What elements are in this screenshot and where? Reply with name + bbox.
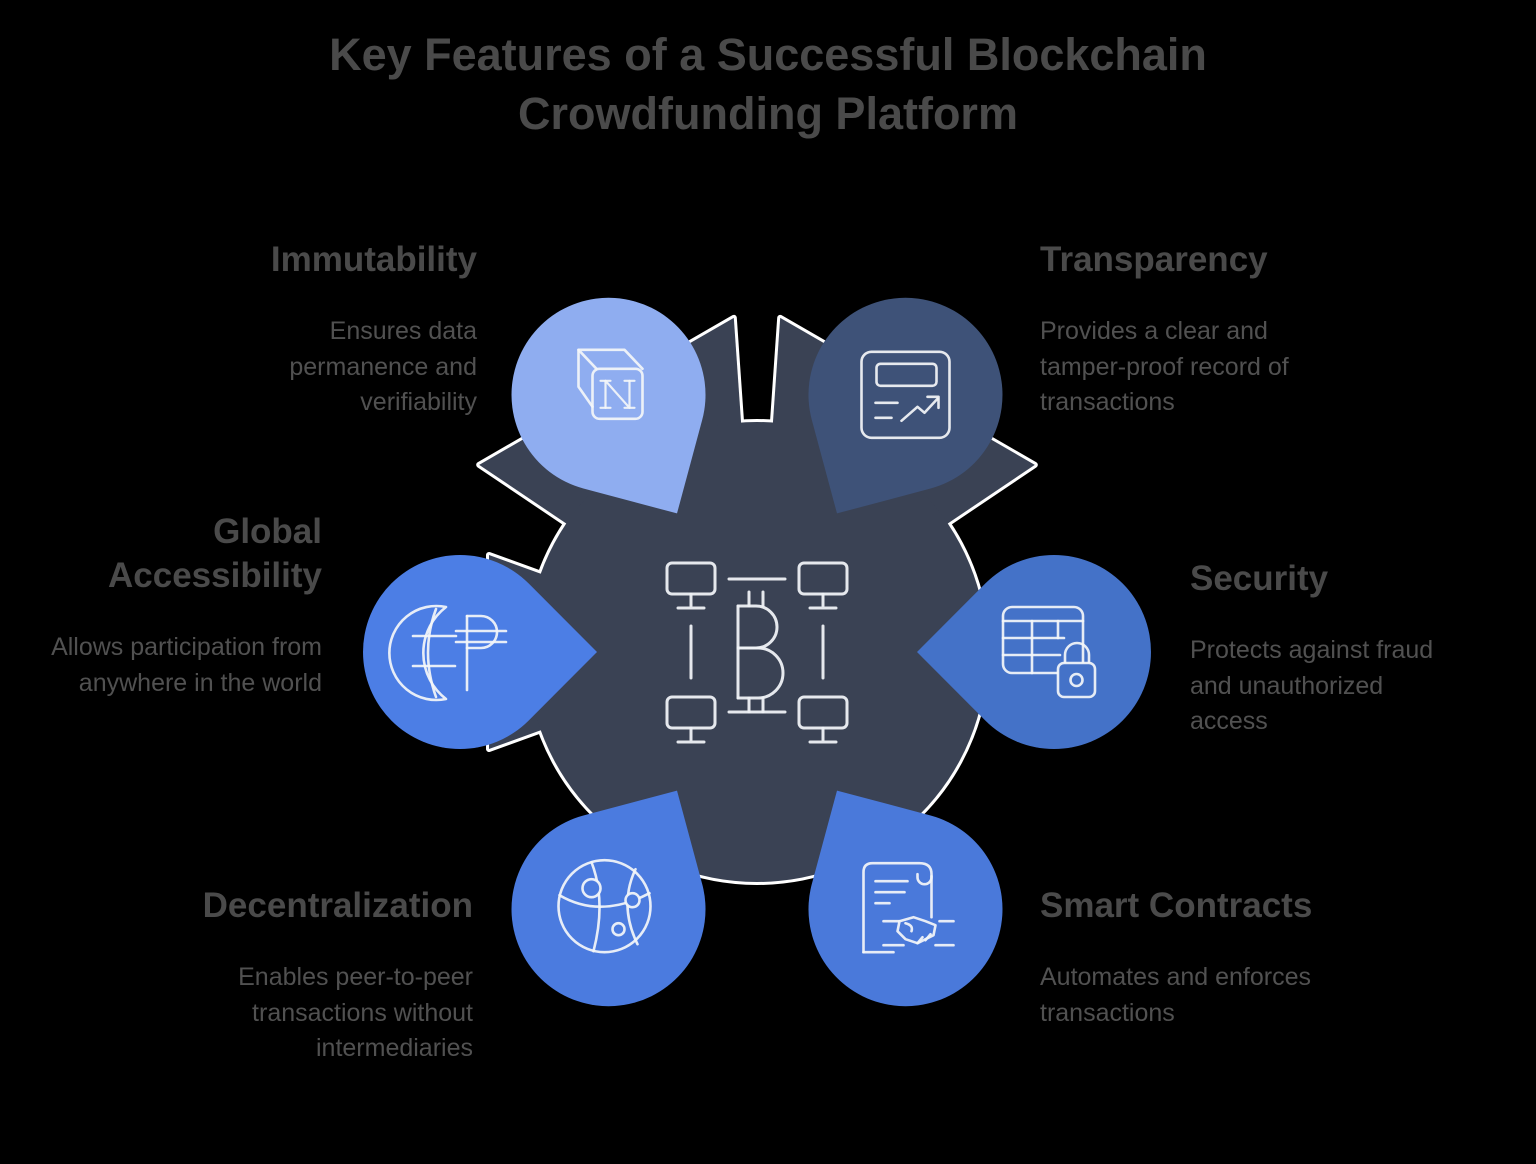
- petal-smart-contracts: [808, 790, 1003, 1007]
- feature-decentralization: Decentralization Enables peer-to-peer tr…: [203, 884, 473, 1067]
- feature-transparency: Transparency Provides a clear and tamper…: [1040, 238, 1289, 421]
- feature-smart-contracts-description: Automates and enforces transactions: [1040, 963, 1311, 1027]
- petal-transparency: [808, 297, 1003, 514]
- feature-global-accessibility: Global Accessibility Allows participatio…: [51, 510, 322, 701]
- feature-decentralization-description: Enables peer-to-peer transactions withou…: [238, 963, 473, 1063]
- report-chart-icon: [860, 350, 951, 440]
- page-title: Key Features of a Successful Blockchain …: [329, 29, 1207, 139]
- table-lock-icon: [1001, 605, 1097, 699]
- network-globe-icon: [557, 858, 652, 954]
- feature-immutability: Immutability Ensures data permanence and…: [271, 238, 477, 421]
- feature-immutability-title: Immutability: [270, 240, 477, 279]
- feature-decentralization-title: Decentralization: [202, 886, 473, 925]
- feature-global-accessibility-title: Global Accessibility: [108, 512, 322, 596]
- blockchain-bitcoin-network-icon: [665, 561, 849, 744]
- feature-smart-contracts: Smart Contracts Automates and enforces t…: [1040, 884, 1312, 1031]
- feature-security: Security Protects against fraud and unau…: [1190, 557, 1433, 740]
- petal-decentralization: [511, 790, 706, 1007]
- globe-currency-icon: [388, 604, 508, 702]
- petal-immutability: [511, 297, 706, 514]
- feature-security-description: Protects against fraud and unauthorized …: [1190, 636, 1434, 736]
- scroll-handshake-icon: [862, 861, 955, 954]
- feature-transparency-description: Provides a clear and tamper-proof record…: [1040, 317, 1289, 417]
- feature-global-accessibility-description: Allows participation from anywhere in th…: [51, 633, 322, 697]
- petal-global-accessibility: [363, 555, 597, 749]
- feature-security-title: Security: [1190, 559, 1329, 598]
- feature-transparency-title: Transparency: [1040, 240, 1268, 279]
- feature-smart-contracts-title: Smart Contracts: [1040, 886, 1313, 925]
- feature-immutability-description: Ensures data permanence and verifiabilit…: [289, 317, 477, 417]
- cube-n-icon: [577, 348, 644, 421]
- petal-security: [917, 555, 1151, 749]
